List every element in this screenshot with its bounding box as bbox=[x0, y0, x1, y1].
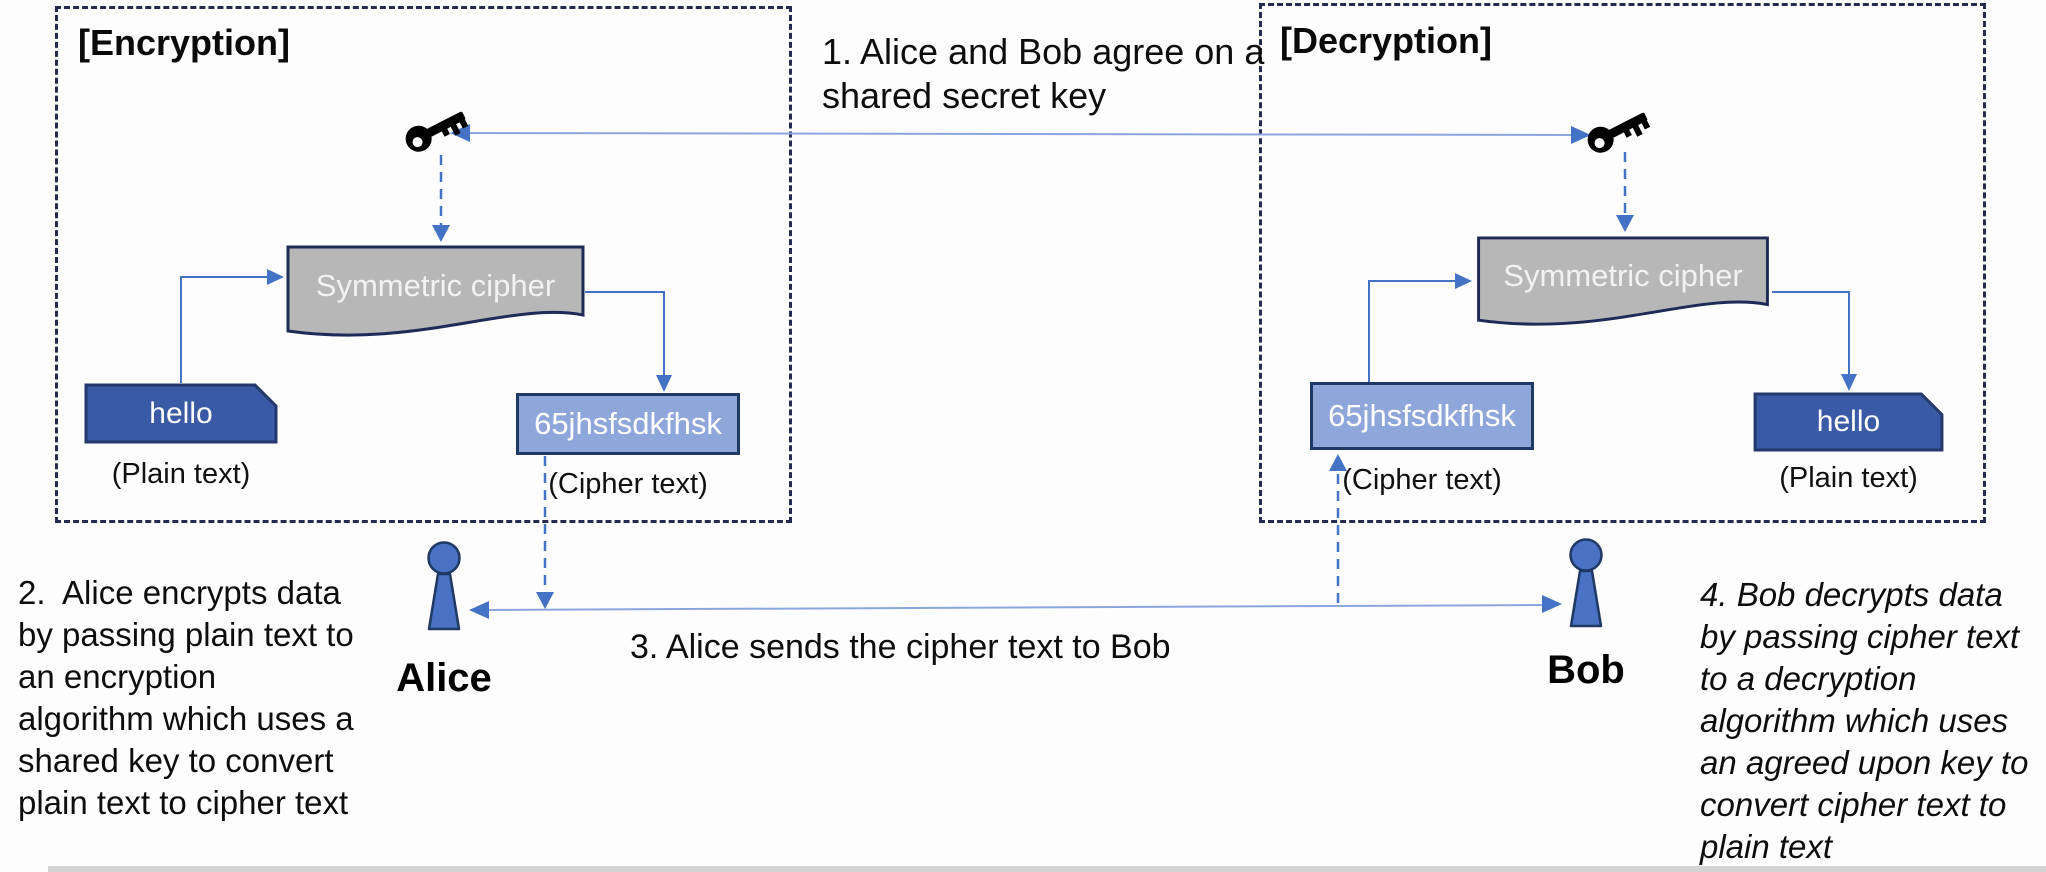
step3-text: 3. Alice sends the cipher text to Bob bbox=[630, 628, 1171, 666]
step2-text: 2. Alice encrypts data by passing plain … bbox=[18, 574, 363, 821]
dec-cipher-text-caption: (Cipher text) bbox=[1342, 464, 1502, 496]
key-icon bbox=[405, 111, 469, 152]
enc-symmetric-cipher-box: Symmetric cipher bbox=[286, 245, 585, 341]
enc-plain-text-box: hello bbox=[84, 383, 278, 444]
dec-symmetric-cipher-box: Symmetric cipher bbox=[1474, 236, 1772, 330]
card-shape bbox=[84, 383, 278, 444]
dec-plain-text-box: hello bbox=[1752, 392, 1945, 452]
dec-cipher-label: Symmetric cipher bbox=[1503, 258, 1743, 293]
enc-plain-text-caption: (Plain text) bbox=[111, 458, 251, 490]
bottom-gray-strip bbox=[48, 866, 2046, 872]
decryption-panel bbox=[1259, 3, 1986, 523]
decryption-panel-title: [Decryption] bbox=[1280, 20, 1493, 61]
enc-cipher-text-box: 65jhsfsdkfhsk bbox=[516, 393, 740, 455]
alice-label: Alice bbox=[396, 656, 492, 700]
encryption-panel-title: [Encryption] bbox=[78, 22, 290, 63]
step4-text: 4. Bob decrypts data by passing cipher t… bbox=[1700, 576, 2038, 865]
bob-label: Bob bbox=[1547, 648, 1625, 692]
enc-cipher-label: Symmetric cipher bbox=[315, 268, 556, 303]
document-shape bbox=[286, 245, 585, 337]
encryption-panel bbox=[55, 6, 792, 523]
dec-plain-text-value: hello bbox=[1816, 405, 1881, 438]
person-icon-alice bbox=[427, 541, 461, 631]
enc-plain-text-value: hello bbox=[149, 396, 213, 430]
step1-text: 1. Alice and Bob agree on a shared secre… bbox=[822, 31, 1265, 116]
key-icon bbox=[1587, 112, 1651, 153]
person-icon-bob bbox=[1569, 538, 1603, 628]
arrowhead-enc-send bbox=[536, 592, 554, 609]
document-shape bbox=[1477, 236, 1769, 326]
alice-bob-line bbox=[481, 604, 1550, 611]
dec-cipher-text-box: 65jhsfsdkfhsk bbox=[1310, 382, 1534, 450]
card-shape bbox=[1753, 392, 1944, 452]
dec-plain-text-caption: (Plain text) bbox=[1779, 462, 1918, 494]
enc-cipher-text-caption: (Cipher text) bbox=[548, 468, 708, 500]
